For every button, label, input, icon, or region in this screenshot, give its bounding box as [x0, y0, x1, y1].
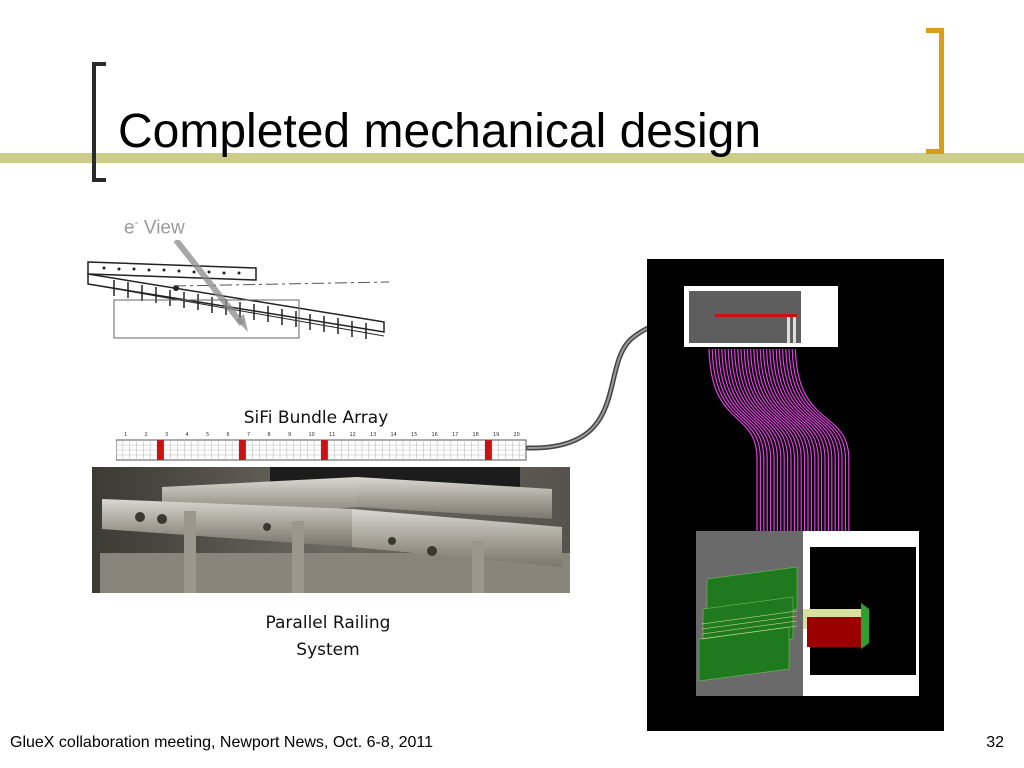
bundle-number: 20	[514, 432, 520, 438]
eview-label: e- View	[124, 215, 185, 239]
fiber-line	[759, 348, 812, 531]
fiber-line	[730, 348, 782, 531]
fiber-line	[791, 348, 846, 531]
fiber-line	[743, 348, 795, 531]
title-left-bracket	[92, 62, 106, 182]
bundle-number: 1	[124, 432, 127, 438]
railing-photo	[92, 467, 570, 593]
bundle-highlight	[321, 440, 328, 460]
fiber-line	[727, 348, 778, 531]
sifi-caption: SiFi Bundle Array	[243, 408, 389, 428]
title-right-bracket	[926, 28, 944, 154]
fiber-line	[766, 348, 819, 531]
slide-title: Completed mechanical design	[118, 105, 762, 158]
fiber-line	[740, 348, 792, 531]
fiber-line	[762, 348, 816, 531]
title-accent-bar	[0, 153, 1024, 163]
fiber-line	[772, 348, 826, 531]
bundle-number: 2	[145, 432, 148, 438]
fiber-line	[756, 348, 809, 531]
rail-caption-line1: Parallel Railing	[265, 613, 391, 633]
eview-sup: -	[134, 215, 139, 229]
fiber-line	[788, 348, 843, 531]
rail-caption: Parallel Railing System	[238, 610, 418, 664]
bundle-number: 5	[206, 432, 209, 438]
page-number: 32	[986, 734, 1004, 751]
side-view-drawing	[84, 240, 394, 350]
eview-base: e	[124, 217, 135, 239]
fiber-line	[746, 348, 799, 531]
rail-caption-line2: System	[296, 640, 360, 660]
bundle-number: 4	[186, 432, 189, 438]
fiber-line	[737, 348, 789, 531]
bundle-highlight	[485, 440, 492, 460]
bundle-number: 18	[473, 432, 479, 438]
fiber-line	[724, 348, 775, 531]
fiber-line	[750, 348, 802, 531]
fiber-line	[714, 348, 765, 531]
bundle-number: 10	[309, 432, 315, 438]
fiber-line	[775, 348, 829, 531]
bundle-number: 8	[268, 432, 271, 438]
bundle-number: 9	[288, 432, 291, 438]
footer-text: GlueX collaboration meeting, Newport New…	[10, 734, 434, 751]
fiber-line	[778, 348, 833, 531]
detector-render	[647, 259, 944, 731]
bundle-number: 3	[165, 432, 168, 438]
bundle-number: 6	[227, 432, 230, 438]
eview-rest: View	[143, 217, 185, 239]
fiber-line	[708, 348, 758, 531]
fiber-line	[769, 348, 823, 531]
fiber-line	[794, 348, 850, 531]
bundle-number: 13	[370, 432, 376, 438]
bundle-number: 16	[432, 432, 438, 438]
fiber-line	[711, 348, 761, 531]
bundle-number: 15	[411, 432, 417, 438]
bundle-highlight	[239, 440, 246, 460]
bundle-number: 12	[350, 432, 356, 438]
bundle-highlight	[157, 440, 164, 460]
fiber-line	[782, 348, 836, 531]
fiber-line	[753, 348, 806, 531]
bundle-number: 17	[452, 432, 458, 438]
bundle-number: 11	[329, 432, 335, 438]
bundle-number: 7	[247, 432, 250, 438]
fiber-line	[785, 348, 840, 531]
bundle-number: 19	[493, 432, 499, 438]
fiber-line	[721, 348, 772, 531]
bundle-number: 14	[391, 432, 397, 438]
fiber-line	[718, 348, 768, 531]
fiber-line	[734, 348, 785, 531]
